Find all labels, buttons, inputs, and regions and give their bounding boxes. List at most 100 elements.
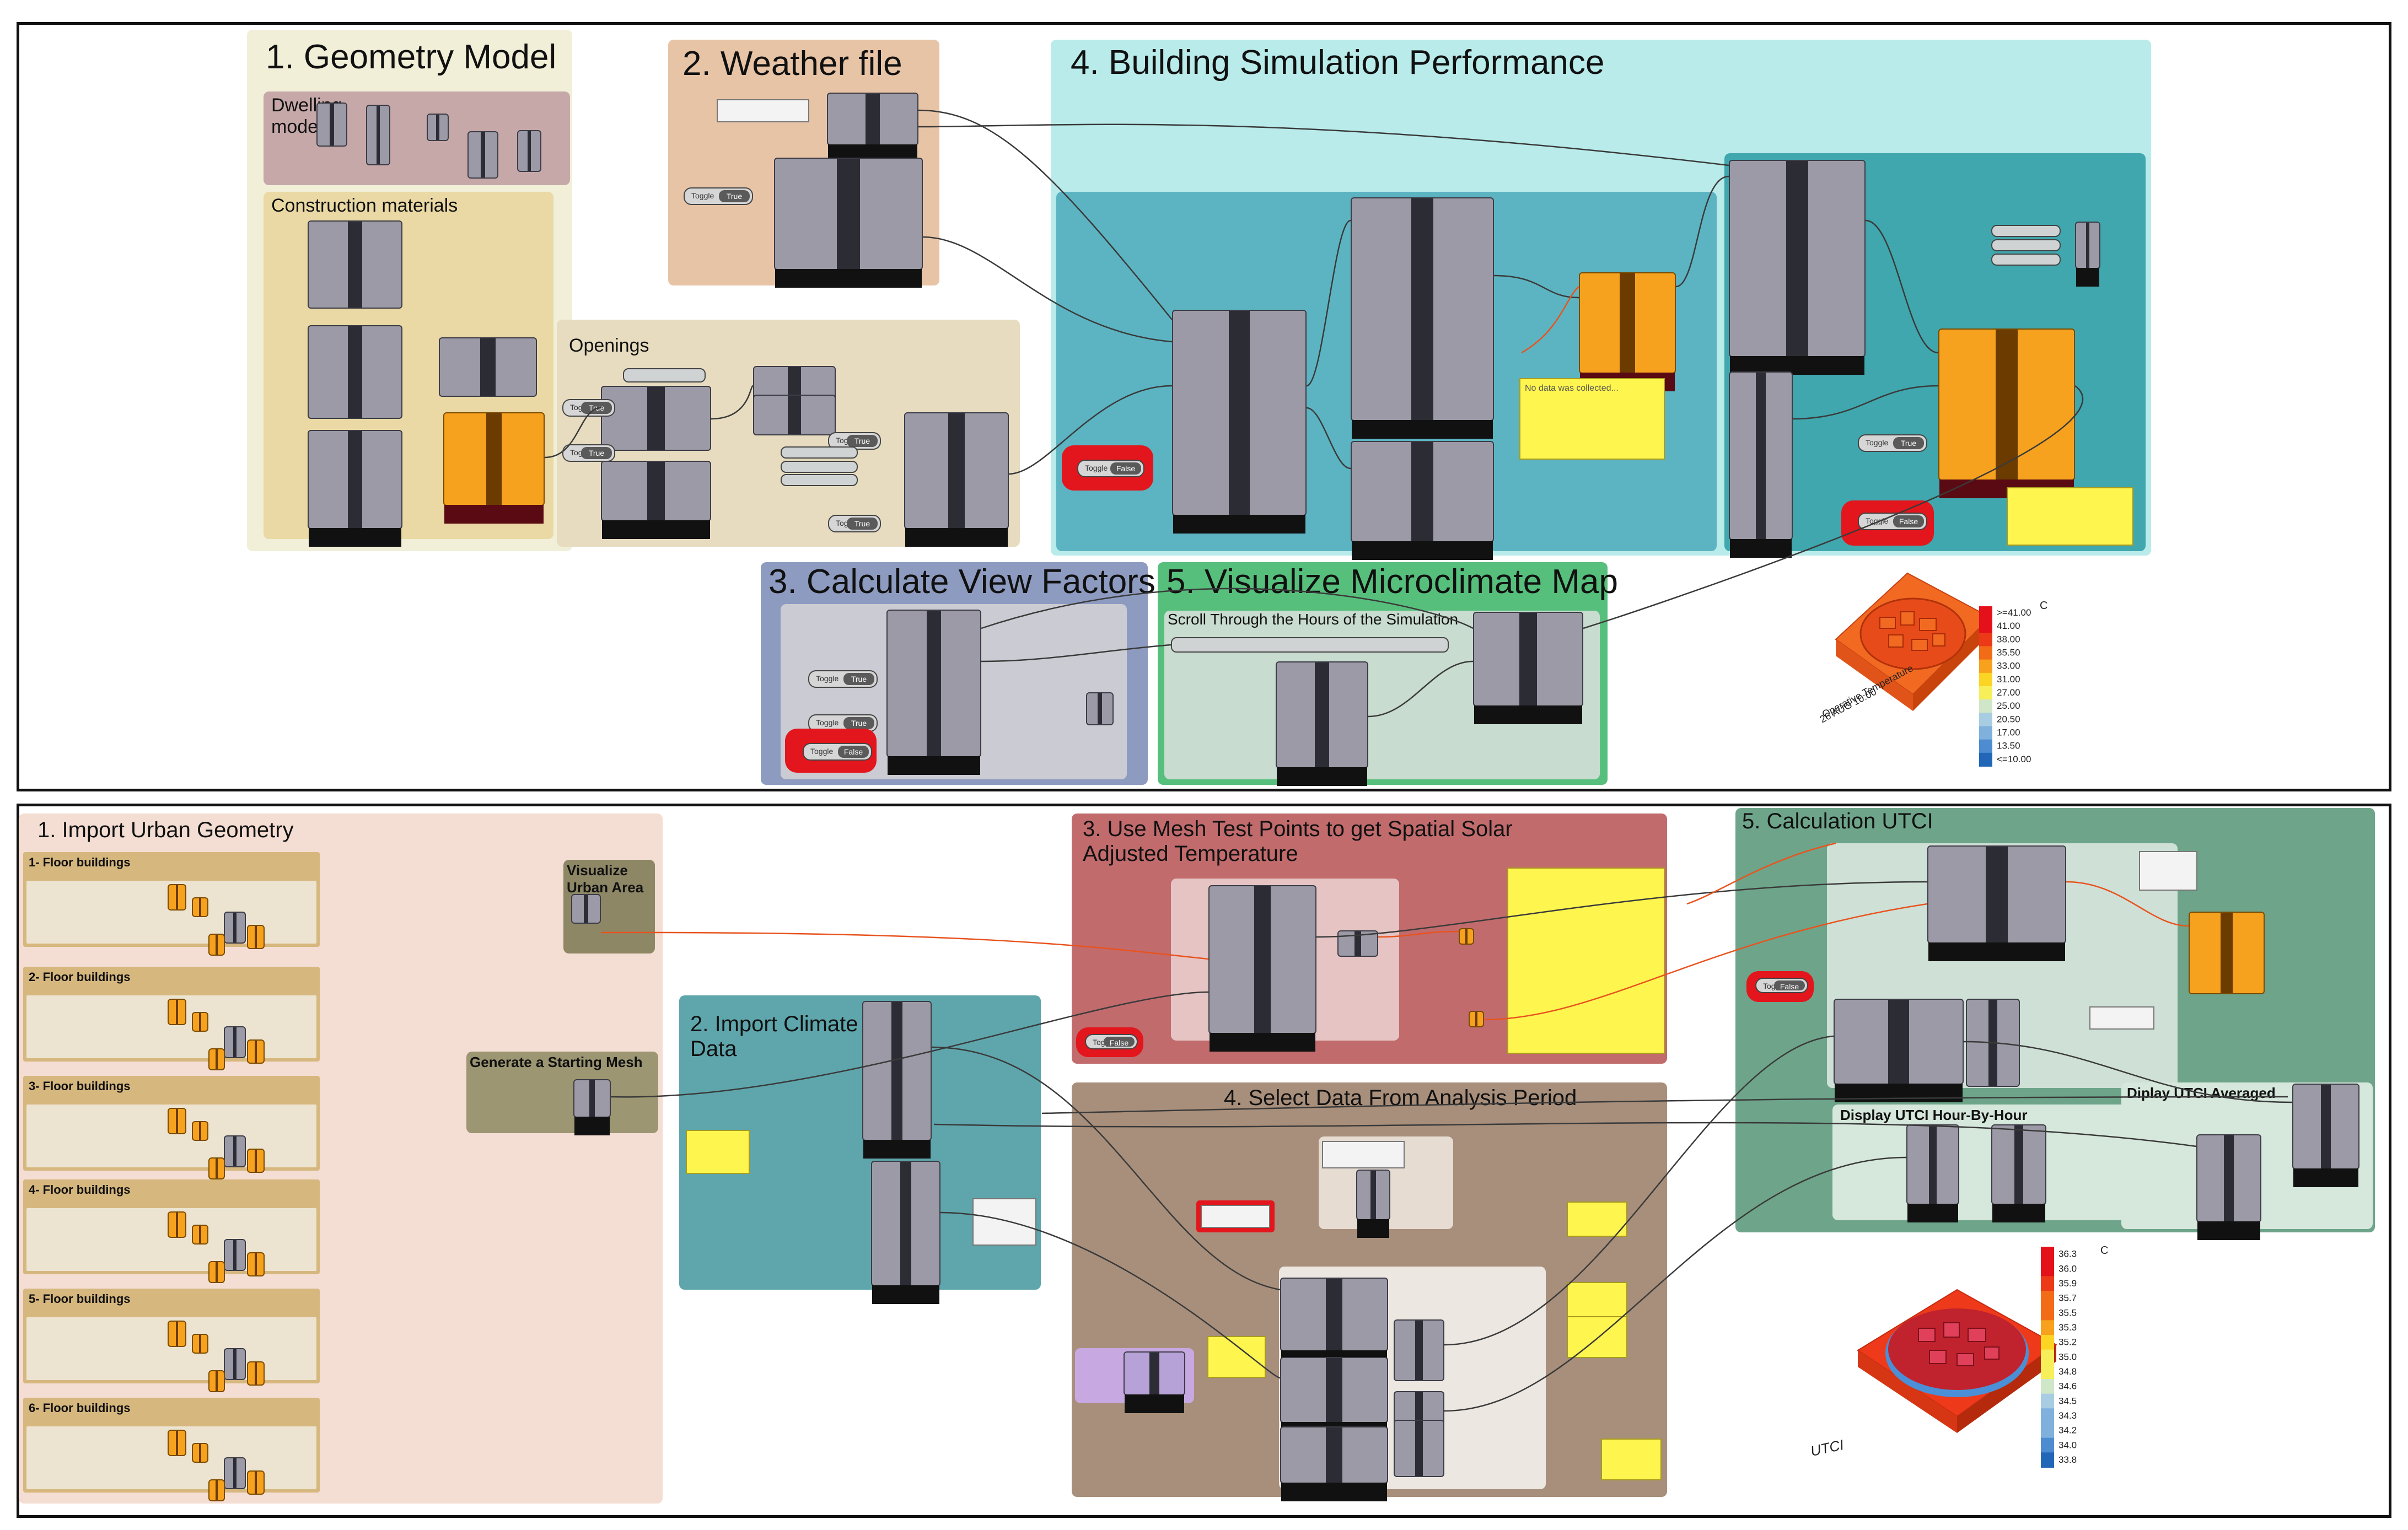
node-read-ep-srf-result[interactable]	[1351, 441, 1494, 560]
slider-glazing-param-4[interactable]	[781, 474, 858, 486]
node-floor-component[interactable]	[208, 1479, 225, 1501]
group-floor3-buildings[interactable]: 3- Floor buildings	[23, 1076, 320, 1179]
node-starting-mesh[interactable]	[573, 1079, 611, 1135]
node-utci-avg-mesh[interactable]	[2292, 1084, 2359, 1187]
node-mesh-test-points[interactable]	[1208, 885, 1316, 1052]
node-import-stat[interactable]	[1729, 371, 1793, 558]
node-preview[interactable]	[1086, 692, 1114, 725]
node-solar-adjusted-temp[interactable]	[1927, 845, 2066, 961]
node-floor-component[interactable]	[247, 1470, 265, 1495]
node-floor-component[interactable]	[247, 1039, 265, 1064]
node-mesh-orange-2[interactable]	[1469, 1011, 1484, 1027]
node-utci-hourly-legend[interactable]	[1906, 1124, 1959, 1222]
node-floor-component[interactable]	[192, 1225, 208, 1245]
node-microclimate-map[interactable]	[1938, 328, 2075, 498]
node-select-7[interactable]	[1356, 1170, 1390, 1238]
node-floor-component[interactable]	[224, 1135, 246, 1167]
node-select-6[interactable]	[1394, 1420, 1444, 1477]
node-utci-hourly-mesh[interactable]	[1991, 1124, 2046, 1222]
node-floor-component[interactable]	[168, 1321, 186, 1347]
node-floor-component[interactable]	[224, 1457, 246, 1489]
node-indoor-view-factor[interactable]	[886, 610, 981, 775]
group-floor-inner[interactable]	[26, 1317, 316, 1392]
node-ep-construction[interactable]	[439, 337, 537, 397]
group-floor-inner[interactable]	[26, 995, 316, 1070]
node-import-stat-2[interactable]	[871, 1161, 940, 1304]
node-select-4[interactable]	[1394, 1319, 1444, 1381]
node-legend-par[interactable]	[1276, 661, 1368, 786]
panel-weather-path[interactable]	[717, 99, 809, 122]
node-floor-component[interactable]	[247, 925, 265, 949]
slider-dom-3[interactable]	[1991, 254, 2061, 266]
group-floor2-buildings[interactable]: 2- Floor buildings	[23, 967, 320, 1070]
node-outdoor-comfort[interactable]	[1834, 999, 1964, 1102]
node-visualize-microclimate[interactable]	[1473, 612, 1583, 724]
node-ep-opaque-mat-3[interactable]	[308, 430, 402, 547]
node-floor-component[interactable]	[168, 1211, 186, 1238]
slider-glazing-param-3[interactable]	[781, 461, 858, 473]
node-floor-component[interactable]	[224, 1239, 246, 1271]
group-floor-inner[interactable]	[26, 881, 316, 956]
slider-hour-of-simulation[interactable]	[1171, 637, 1449, 653]
node-glazing-params-2[interactable]	[753, 395, 836, 435]
slider-glazing-param-2[interactable]	[781, 446, 858, 459]
node-floor-component[interactable]	[224, 912, 246, 944]
node-floor-component[interactable]	[247, 1361, 265, 1386]
slider-dom-1[interactable]	[1991, 225, 2061, 237]
group-floor-inner[interactable]	[26, 1426, 316, 1501]
panel-select-1[interactable]	[1322, 1141, 1405, 1168]
node-floor-component[interactable]	[192, 897, 208, 917]
node-create-hb-srfs[interactable]	[601, 461, 711, 539]
panel-select-red[interactable]	[1201, 1205, 1270, 1228]
slider-dom-2[interactable]	[1991, 239, 2061, 251]
node-floor-component[interactable]	[168, 999, 186, 1025]
node-floor-component[interactable]	[192, 1443, 208, 1463]
node-create-therm-polygons[interactable]	[443, 412, 545, 524]
node-weather-import[interactable]	[827, 93, 918, 163]
node-floor-component[interactable]	[224, 1026, 246, 1058]
node-ep-opaque-mat-1[interactable]	[308, 220, 402, 309]
node-dom[interactable]	[2075, 222, 2100, 287]
node-floor-component[interactable]	[208, 1261, 225, 1283]
slider-glazing-param-1[interactable]	[623, 368, 706, 382]
node-floor-component[interactable]	[192, 1012, 208, 1032]
node-floor-component[interactable]	[168, 884, 186, 911]
node-select-3[interactable]	[1280, 1426, 1388, 1501]
group-floor1-buildings[interactable]: 1- Floor buildings	[23, 852, 320, 956]
node-ep-opaque-mat-2[interactable]	[308, 325, 402, 419]
node-geometry-4[interactable]	[467, 131, 498, 179]
group-starting-mesh[interactable]: Generate a Starting Mesh	[466, 1052, 658, 1133]
node-floor-component[interactable]	[168, 1430, 186, 1456]
group-utci-hourly[interactable]: Display UTCI Hour-By-Hour	[1832, 1105, 2131, 1220]
panel-utci-2[interactable]	[2089, 1006, 2154, 1030]
node-import-epw[interactable]	[862, 1001, 932, 1159]
node-geometry-2[interactable]	[366, 105, 390, 165]
group-floor-inner[interactable]	[26, 1105, 316, 1179]
group-floor5-buildings[interactable]: 5- Floor buildings	[23, 1289, 320, 1392]
group-floor4-buildings[interactable]: 4- Floor buildings	[23, 1179, 320, 1283]
panel-utci-1[interactable]	[2139, 851, 2197, 891]
node-geometry-3[interactable]	[427, 114, 449, 141]
group-floor6-buildings[interactable]: 6- Floor buildings	[23, 1398, 320, 1501]
node-ep-output[interactable]	[774, 158, 923, 288]
node-floor-component[interactable]	[208, 1157, 225, 1179]
node-utci-chart[interactable]	[2189, 912, 2265, 994]
node-utci-avg-legend[interactable]	[2196, 1134, 2261, 1240]
node-mesh-orange-1[interactable]	[1459, 928, 1474, 945]
node-floor-component[interactable]	[247, 1252, 265, 1276]
node-export-to-openstudio[interactable]	[1172, 310, 1307, 534]
node-glazing-creator[interactable]	[904, 412, 1009, 547]
node-geometry-5[interactable]	[517, 130, 541, 172]
node-adapt-comf-recipe[interactable]	[1729, 160, 1866, 375]
node-floor-component[interactable]	[192, 1121, 208, 1141]
node-floor-component[interactable]	[224, 1348, 246, 1380]
